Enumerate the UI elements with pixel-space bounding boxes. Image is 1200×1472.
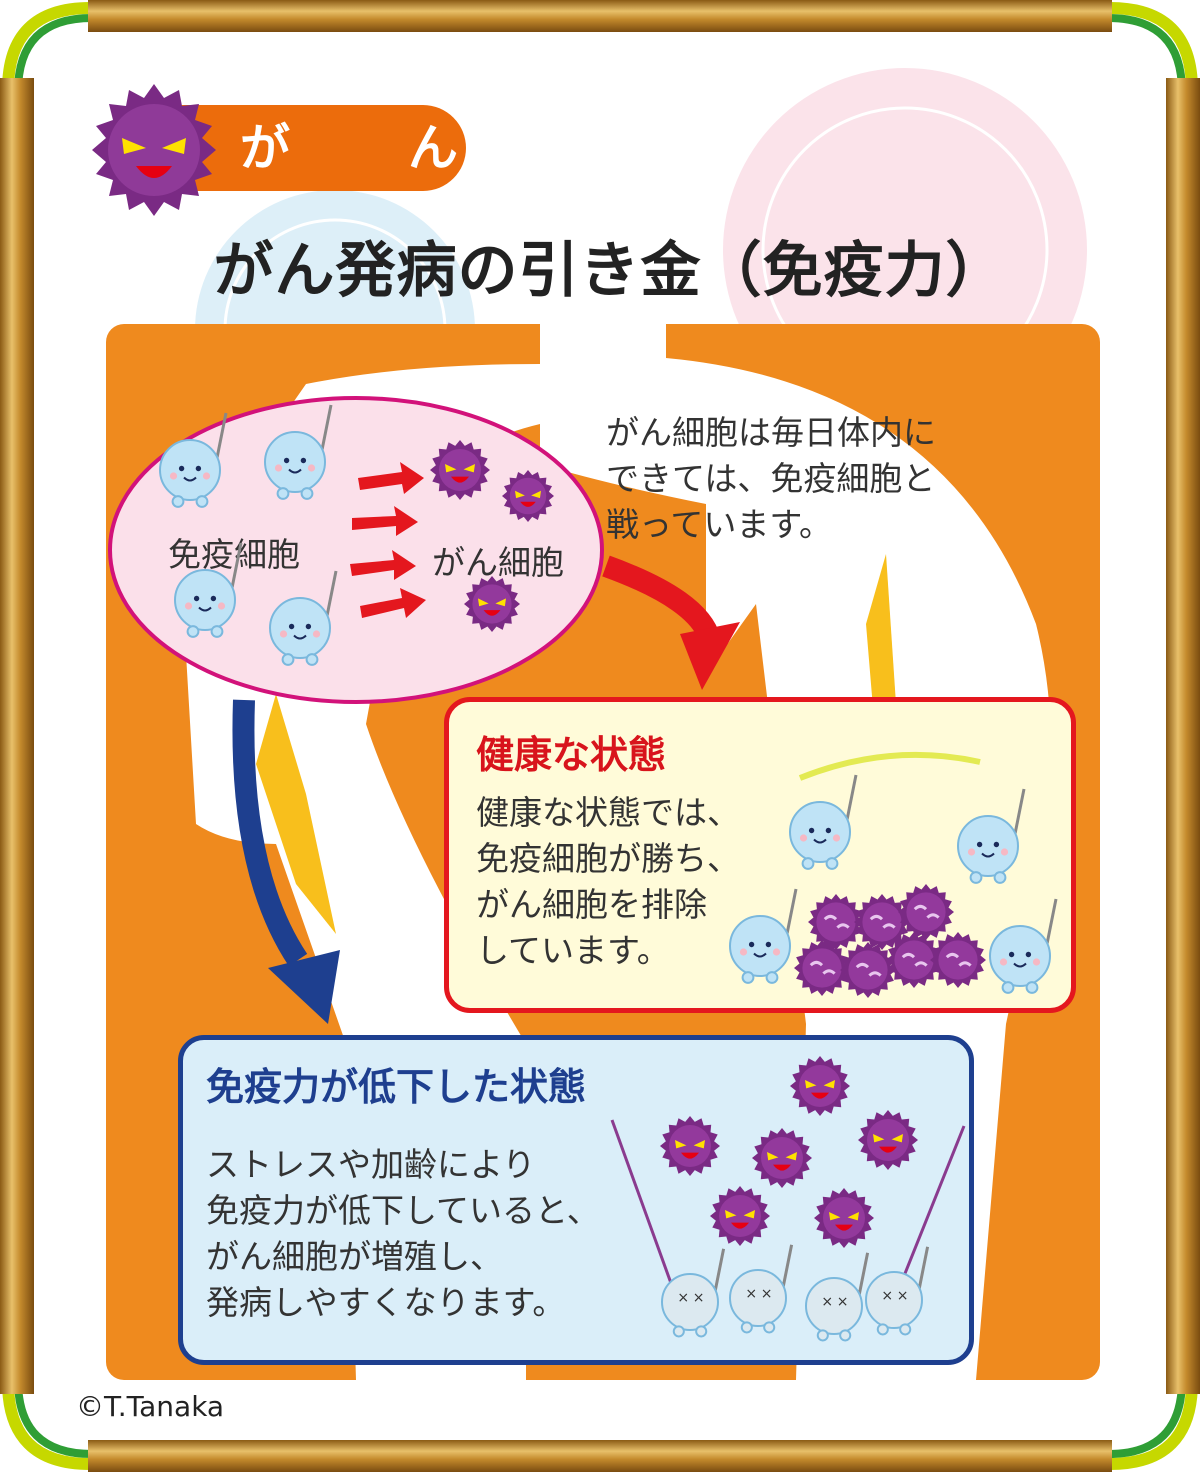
cancer-cell-icon xyxy=(92,84,216,216)
copyright-credit: ©T.Tanaka xyxy=(76,1390,225,1423)
intro-text: がん細胞は毎日体内に できては、免疫細胞と 戦っています。 xyxy=(606,410,1026,548)
intro-line: がん細胞は毎日体内に xyxy=(606,413,936,452)
weakened-line: ストレスや加齢により xyxy=(206,1145,536,1184)
healthy-state-title: 健康な状態 xyxy=(476,733,667,777)
page-title: がん発病の引き金（免疫力） xyxy=(213,236,1007,306)
weakened-state-title: 免疫力が低下した状態 xyxy=(206,1065,587,1109)
weakened-line: 免疫力が低下していると、 xyxy=(206,1191,600,1230)
healthy-line: 免疫細胞が勝ち、 xyxy=(476,839,740,878)
healthy-line: がん細胞を排除 xyxy=(476,885,707,924)
intro-line: できては、免疫細胞と xyxy=(606,459,936,498)
cancer-cell-label: がん細胞 xyxy=(432,543,564,582)
immune-cell-label: 免疫細胞 xyxy=(168,535,300,574)
intro-line: 戦っています。 xyxy=(606,505,833,544)
weakened-state-text: ストレスや加齢により 免疫力が低下していると、 がん細胞が増殖し、 発病しやすく… xyxy=(206,1142,600,1326)
healthy-line: しています。 xyxy=(476,931,670,970)
category-label: が ん xyxy=(240,119,492,177)
healthy-state-text: 健康な状態では、 免疫細胞が勝ち、 がん細胞を排除 しています。 xyxy=(476,790,740,974)
healthy-line: 健康な状態では、 xyxy=(476,793,740,832)
weakened-line: 発病しやすくなります。 xyxy=(206,1283,566,1322)
weakened-line: がん細胞が増殖し、 xyxy=(206,1237,503,1276)
